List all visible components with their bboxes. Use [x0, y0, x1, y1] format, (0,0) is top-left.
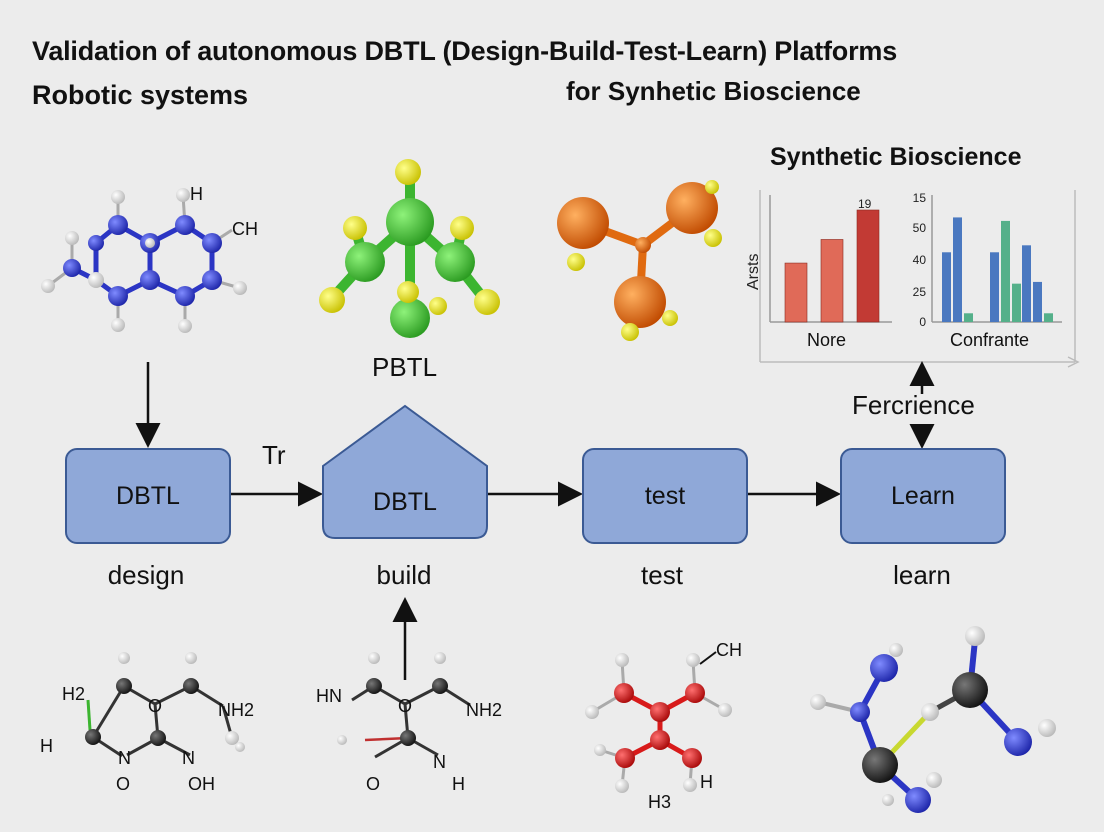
chart-right-bars [942, 217, 1053, 322]
mol-label: N [182, 748, 195, 768]
mol-label: HN [316, 686, 342, 706]
edge-label-design-build: Tr [262, 440, 286, 470]
mol-label-ch: CH [232, 219, 258, 239]
caption-test: test [641, 560, 683, 590]
mol-label: CH [716, 640, 742, 660]
mol-label: O [366, 774, 380, 794]
mol-label: O [116, 774, 130, 794]
molecule-top-right [557, 180, 722, 341]
chart-right-bar [953, 217, 962, 322]
mol-label: NH2 [466, 700, 502, 720]
chart-right-bar [990, 252, 999, 322]
bond-line [699, 651, 717, 665]
mol-label-h: H [190, 184, 203, 204]
chart-right-bar [1001, 220, 1010, 322]
chart-right-bar [1012, 283, 1021, 322]
node-test[interactable]: test [582, 448, 748, 544]
flow-arrows [135, 361, 935, 680]
molecule-bottom-right [810, 626, 1056, 813]
chart-right-tick-label: 15 [913, 191, 927, 205]
chart-right-bar [942, 252, 951, 322]
mol-label: N [433, 752, 446, 772]
node-learn[interactable]: Learn [840, 448, 1006, 544]
mol-label: H [40, 736, 53, 756]
molecule-bottom-center [337, 652, 471, 759]
mol-label: H2 [62, 684, 85, 704]
mol-label: NH2 [218, 700, 254, 720]
chart-left-bars [784, 209, 880, 323]
mol-label: OH [188, 774, 215, 794]
molecule-top-left-atoms [41, 188, 247, 333]
node-build-label: DBTL [373, 487, 437, 516]
chart-panel-title: Synthetic Bioscience [770, 143, 1022, 171]
build-molecule-label: PBTL [372, 352, 438, 382]
node-learn-label: Learn [891, 481, 955, 510]
molecule-bottom-left [85, 652, 245, 758]
chart-right-tick-label: 50 [913, 221, 927, 235]
chart-left-bar [856, 209, 880, 323]
chart-right-category: Confrante [950, 330, 1029, 350]
node-design-label: DBTL [116, 481, 180, 510]
chart-left-ylabel: Arsts [745, 254, 762, 290]
mol-label: O [148, 696, 162, 716]
chart-right-tick-label: 0 [919, 315, 926, 329]
chart-right-bar [1033, 281, 1042, 322]
chart-right-tick-label: 40 [913, 253, 927, 267]
caption-design: design [107, 560, 185, 590]
chart-right-bar [1044, 313, 1053, 322]
page-title: Validation of autonomous DBTL (Design-Bu… [32, 36, 898, 66]
molecule-bottom-red [585, 653, 732, 793]
node-test-label: test [644, 481, 686, 510]
chart-left-bar [784, 262, 808, 323]
page-subtitle-right: for Synhetic Bioscience [566, 76, 861, 106]
molecule-top-center [319, 159, 500, 338]
chart-right-ticks: 0 25 40 50 15 [913, 191, 927, 329]
mol-label: H [452, 774, 465, 794]
node-build[interactable]: DBTL [325, 468, 485, 536]
caption-build: build [376, 560, 432, 590]
node-design[interactable]: DBTL [65, 448, 231, 544]
chart-right-bar [1022, 245, 1031, 322]
chart-left-data-label: 19 [858, 197, 872, 211]
mol-label: H3 [648, 792, 671, 812]
chart-left-bar [820, 239, 844, 323]
build-node-shape [322, 404, 488, 539]
mol-label: H [700, 772, 713, 792]
mol-label: O [398, 696, 412, 716]
chart-right-bar [964, 313, 973, 322]
caption-learn: learn [893, 560, 951, 590]
learn-feedback-label: Fercrience [852, 390, 975, 420]
page-subtitle-left: Robotic systems [32, 80, 249, 110]
chart-right-tick-label: 25 [913, 285, 927, 299]
chart-left-category: Nore [807, 330, 846, 350]
mol-label: N [118, 748, 131, 768]
